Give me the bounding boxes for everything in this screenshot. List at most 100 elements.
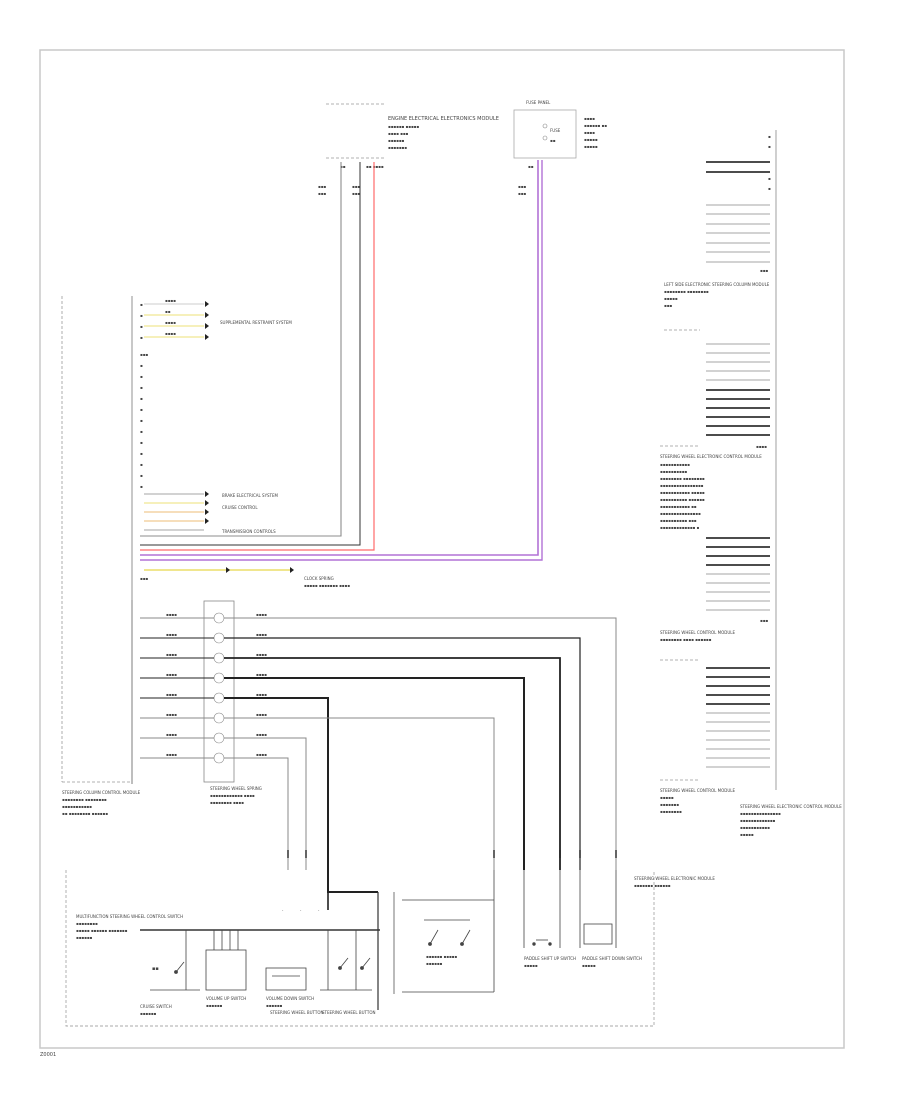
svg-text:▪▪▪▪▪▪▪▪▪▪▪▪▪ ▪: ▪▪▪▪▪▪▪▪▪▪▪▪▪ ▪ <box>660 525 700 530</box>
cruise-switch-label: CRUISE SWITCH <box>140 1004 172 1009</box>
right-module-low-label: STEERING WHEEL CONTROL MODULE <box>660 630 736 635</box>
svg-text:▪▪▪▪▪▪▪: ▪▪▪▪▪▪▪ <box>660 802 679 807</box>
svg-text:▪▪▪▪: ▪▪▪▪ <box>256 732 267 737</box>
svg-text:▪▪▪▪▪▪▪▪▪▪▪: ▪▪▪▪▪▪▪▪▪▪▪ <box>740 825 770 830</box>
diagram-frame <box>39 49 845 1049</box>
svg-text:▪▪ ▪▪▪▪▪▪▪▪ ▪▪▪▪▪▪: ▪▪ ▪▪▪▪▪▪▪▪ ▪▪▪▪▪▪ <box>62 811 108 816</box>
svg-text:▪▪▪▪▪▪▪▪ ▪▪▪▪▪▪▪▪: ▪▪▪▪▪▪▪▪ ▪▪▪▪▪▪▪▪ <box>660 476 705 481</box>
paddle-down-switch <box>579 870 617 948</box>
svg-text:▪▪▪▪▪▪: ▪▪▪▪▪▪ <box>426 961 443 966</box>
svg-text:▪: ▪ <box>140 385 143 390</box>
svg-text:▪▪▪▪▪: ▪▪▪▪▪ <box>660 795 674 800</box>
svg-text:▪▪▪▪▪▪▪▪▪▪: ▪▪▪▪▪▪▪▪▪▪ <box>660 469 687 474</box>
svg-text:▪▪▪: ▪▪▪ <box>352 184 360 189</box>
svg-text:▪▪▪▪: ▪▪▪▪ <box>584 116 595 121</box>
svg-text:▪▪▪: ▪▪▪ <box>140 352 148 357</box>
clock-spring-sub-label: STEERING WHEEL SPRING <box>210 786 262 791</box>
brake-system-label: BRAKE ELECTRICAL SYSTEM <box>222 493 279 498</box>
svg-text:▪: ▪ <box>768 176 771 181</box>
svg-text:▪▪▪▪▪: ▪▪▪▪▪ <box>582 963 596 968</box>
svg-text:▪▪▪▪▪▪ ▪▪: ▪▪▪▪▪▪ ▪▪ <box>584 123 607 128</box>
cruise-switch: ▪▪ <box>150 930 200 991</box>
svg-text:▪: ▪ <box>140 440 143 445</box>
volume-down-switch <box>265 967 307 991</box>
svg-text:▪: ▪ <box>768 186 771 191</box>
svg-text:▪▪▪: ▪▪▪ <box>518 191 526 196</box>
svg-text:▪▪▪▪▪ ▪▪▪▪▪▪ ▪▪▪▪▪▪▪: ▪▪▪▪▪ ▪▪▪▪▪▪ ▪▪▪▪▪▪▪ <box>76 928 128 933</box>
paddle-up-label: PADDLE SHIFT UP SWITCH <box>524 956 576 961</box>
svg-text:▪▪▪▪▪▪ ▪▪▪▪▪: ▪▪▪▪▪▪ ▪▪▪▪▪ <box>388 124 419 129</box>
svg-text:▪▪▪: ▪▪▪ <box>140 576 148 581</box>
svg-text:▪: ▪ <box>140 335 143 340</box>
paddle-down-label: PADDLE SHIFT DOWN SWITCH <box>582 956 642 961</box>
svg-text:▪▪▪: ▪▪▪ <box>760 268 768 273</box>
svg-text:▪▪▪▪▪▪: ▪▪▪▪▪▪ <box>266 1003 283 1008</box>
svg-text:▪▪▪▪▪▪▪▪▪▪▪▪▪▪▪▪: ▪▪▪▪▪▪▪▪▪▪▪▪▪▪▪▪ <box>660 483 704 488</box>
svg-text:▪▪▪▪: ▪▪▪▪ <box>256 752 267 757</box>
svg-text:▪▪▪▪▪▪: ▪▪▪▪▪▪ <box>76 935 93 940</box>
clock-spring-connector: ▪▪▪▪▪▪▪▪▪▪▪▪ ▪▪▪▪▪▪▪▪▪▪▪▪ ▪▪▪▪▪▪▪▪ ▪▪▪▪▪… <box>131 600 617 893</box>
right-module-mid-label: STEERING WHEEL ELECTRONIC CONTROL MODULE <box>660 454 762 459</box>
top-module: ENGINE ELECTRICAL ELECTRONICS MODULE ▪▪▪… <box>318 103 499 196</box>
svg-text:▪▪▪▪▪▪: ▪▪▪▪▪▪ <box>140 1011 157 1016</box>
svg-text:▪: ▪ <box>140 462 143 467</box>
svg-text:▪▪: ▪▪ <box>152 966 159 972</box>
right-connector: ▪▪▪ ▪▪▪▪ LEFT SIDE ELECTRONIC STEERING C… <box>660 130 842 837</box>
svg-text:▪▪▪▪▪▪▪▪▪▪▪▪▪▪▪: ▪▪▪▪▪▪▪▪▪▪▪▪▪▪▪ <box>740 811 781 816</box>
svg-text:▪▪▪▪: ▪▪▪▪ <box>165 298 176 303</box>
svg-text:▪▪▪▪▪: ▪▪▪▪▪ <box>740 832 754 837</box>
svg-text:▪▪▪▪: ▪▪▪▪ <box>166 632 177 637</box>
svg-text:▪▪ ▪▪▪▪: ▪▪ ▪▪▪▪ <box>366 164 384 169</box>
steering-wheel-module: STEERING WHEEL ELECTRONIC MODULE ▪▪▪▪▪▪▪… <box>65 850 715 1027</box>
svg-text:▪▪▪▪▪▪▪▪: ▪▪▪▪▪▪▪▪ <box>76 921 98 926</box>
svg-text:▪▪▪▪▪▪▪▪ ▪▪▪▪ ▪▪▪▪▪▪: ▪▪▪▪▪▪▪▪ ▪▪▪▪ ▪▪▪▪▪▪ <box>660 637 712 642</box>
svg-text:▪▪▪▪: ▪▪▪▪ <box>166 652 177 657</box>
svg-text:▪: ▪ <box>140 484 143 489</box>
svg-text:▪▪▪▪▪▪▪▪▪▪▪▪▪▪▪: ▪▪▪▪▪▪▪▪▪▪▪▪▪▪▪ <box>660 511 701 516</box>
mode-switch <box>402 870 495 993</box>
cruise-control-label: CRUISE CONTROL <box>222 505 258 510</box>
svg-text:▪▪: ▪▪ <box>528 164 534 169</box>
volume-down-label: VOLUME DOWN SWITCH <box>266 996 314 1001</box>
steering-button-left-label: STEERING WHEEL BUTTON <box>270 1010 324 1015</box>
svg-text:▪▪▪▪▪▪▪▪▪▪▪▪▪: ▪▪▪▪▪▪▪▪▪▪▪▪▪ <box>740 818 776 823</box>
volume-up-label: VOLUME UP SWITCH <box>206 996 246 1001</box>
svg-text:▪: ▪ <box>768 144 771 149</box>
transmission-label: TRANSMISSION CONTROLS <box>221 529 276 534</box>
top-wires <box>140 160 543 561</box>
svg-text:▪▪▪▪: ▪▪▪▪ <box>165 320 176 325</box>
svg-text:▪: ▪ <box>140 473 143 478</box>
svg-text:·: · <box>282 908 284 914</box>
svg-text:▪▪▪▪▪: ▪▪▪▪▪ <box>584 137 598 142</box>
svg-text:▪▪▪▪▪▪▪: ▪▪▪▪▪▪▪ <box>388 145 407 150</box>
svg-text:▪: ▪ <box>140 374 143 379</box>
svg-text:▪▪▪▪▪▪: ▪▪▪▪▪▪ <box>388 138 405 143</box>
svg-text:▪▪▪▪: ▪▪▪▪ <box>166 752 177 757</box>
svg-text:▪: ▪ <box>140 407 143 412</box>
svg-text:▪▪▪: ▪▪▪ <box>318 184 326 189</box>
svg-text:▪▪▪▪ ▪▪▪: ▪▪▪▪ ▪▪▪ <box>388 131 409 136</box>
svg-text:▪▪▪▪▪▪▪▪▪▪ ▪▪▪: ▪▪▪▪▪▪▪▪▪▪ ▪▪▪ <box>660 518 697 523</box>
svg-text:▪▪▪▪▪▪▪▪▪▪▪▪ ▪▪▪▪: ▪▪▪▪▪▪▪▪▪▪▪▪ ▪▪▪▪ <box>210 793 255 798</box>
fuse-panel: FUSE PANEL FUSE ▪▪ ▪▪▪▪ ▪▪▪▪▪▪ ▪▪ ▪▪▪▪ ▪… <box>513 100 607 196</box>
svg-text:▪▪▪▪▪▪▪▪▪▪▪ ▪▪▪▪▪: ▪▪▪▪▪▪▪▪▪▪▪ ▪▪▪▪▪ <box>660 490 705 495</box>
svg-text:▪: ▪ <box>768 134 771 139</box>
svg-text:▪: ▪ <box>140 363 143 368</box>
svg-text:▪: ▪ <box>140 302 143 307</box>
left-module-top-label: LEFT SIDE ELECTRONIC STEERING COLUMN MOD… <box>664 282 770 287</box>
svg-text:▪▪▪▪: ▪▪▪▪ <box>166 672 177 677</box>
svg-text:·: · <box>300 908 302 914</box>
multifunction-switch-label: MULTIFUNCTION STEERING WHEEL CONTROL SWI… <box>76 914 183 919</box>
supplemental-restraint-label: SUPPLEMENTAL RESTRAINT SYSTEM <box>220 320 292 325</box>
svg-text:▪▪: ▪▪ <box>165 309 171 314</box>
steering-button-switch <box>320 930 372 991</box>
svg-text:▪▪▪▪▪: ▪▪▪▪▪ <box>524 963 538 968</box>
right-bottom-a-label: STEERING WHEEL CONTROL MODULE <box>660 788 736 793</box>
svg-text:▪▪▪▪▪▪▪▪: ▪▪▪▪▪▪▪▪ <box>660 809 682 814</box>
svg-text:·: · <box>318 908 320 914</box>
fuse-label: FUSE <box>550 128 561 133</box>
top-module-label: ENGINE ELECTRICAL ELECTRONICS MODULE <box>388 116 499 122</box>
steering-button-right-label: STEERING WHEEL BUTTON <box>322 1010 376 1015</box>
left-connector: ▪▪▪▪ ▪▪▪ ▪▪▪▪ ▪▪▪▪ ▪▪▪▪ ▪▪▪ ▪▪▪▪▪▪▪▪▪▪▪▪… <box>61 296 350 784</box>
